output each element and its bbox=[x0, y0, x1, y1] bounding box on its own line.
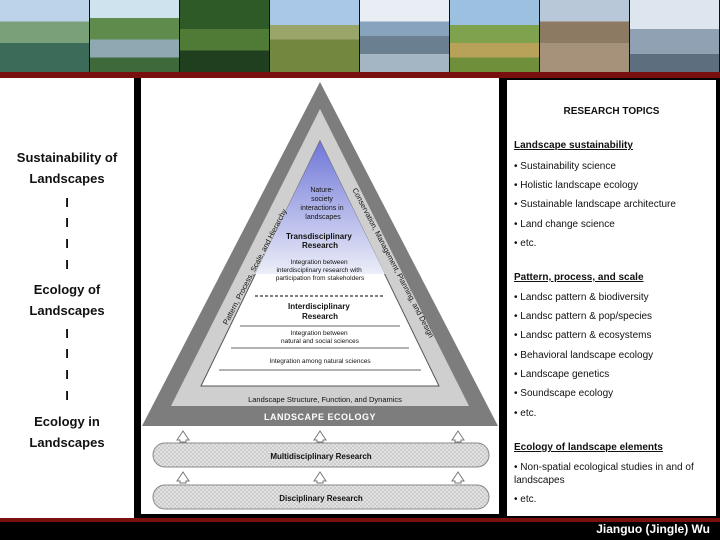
separator: I bbox=[0, 388, 134, 403]
disciplinary-label: Disciplinary Research bbox=[279, 494, 363, 503]
separator: I bbox=[0, 326, 134, 341]
list-item: • Landsc pattern & pop/species bbox=[514, 310, 714, 323]
list-item: • etc. bbox=[514, 407, 714, 420]
landscape-ecology-label: LANDSCAPE ECOLOGY bbox=[264, 412, 376, 422]
research-topics-title: RESEARCH TOPICS bbox=[507, 106, 716, 117]
list-item: • Non-spatial ecological studies in and … bbox=[514, 461, 714, 487]
landscape-photo bbox=[360, 0, 450, 72]
natural-social-integration-label: Integration between natural and social s… bbox=[281, 330, 360, 345]
separator: I bbox=[0, 346, 134, 361]
natural-integration-label: Integration among natural sciences bbox=[269, 358, 371, 365]
list-item: • etc. bbox=[514, 493, 714, 506]
landscape-photo bbox=[450, 0, 540, 72]
list-item: • Holistic landscape ecology bbox=[514, 179, 714, 192]
base-label: Landscape Structure, Function, and Dynam… bbox=[248, 395, 402, 404]
up-arrow-icon bbox=[314, 472, 326, 483]
up-arrow-icon bbox=[314, 431, 326, 442]
list-item: • etc. bbox=[514, 237, 714, 250]
up-arrow-icon bbox=[177, 472, 189, 483]
research-topics-panel: RESEARCH TOPICS Landscape sustainability… bbox=[507, 80, 716, 516]
label-ecology-of-line1: Ecology of bbox=[0, 279, 134, 300]
up-arrow-icon bbox=[452, 431, 464, 442]
author-credit: Jianguo (Jingle) Wu bbox=[596, 522, 710, 536]
list-item: • Soundscape ecology bbox=[514, 387, 714, 400]
list-item: • Land change science bbox=[514, 218, 714, 231]
separator: I bbox=[0, 215, 134, 230]
landscape-photo bbox=[540, 0, 630, 72]
up-arrow-row bbox=[177, 431, 464, 442]
list-item: • Behavioral landscape ecology bbox=[514, 349, 714, 362]
section-heading: Ecology of landscape elements bbox=[514, 442, 663, 453]
landscape-photo bbox=[0, 0, 90, 72]
label-sustainability-line1: Sustainability of bbox=[0, 147, 134, 168]
list-item: • Sustainability science bbox=[514, 160, 714, 173]
multidisciplinary-label: Multidisciplinary Research bbox=[270, 452, 371, 461]
label-sustainability-line2: Landscapes bbox=[0, 168, 134, 189]
label-ecology-in-line2: Landscapes bbox=[0, 432, 134, 453]
up-arrow-icon bbox=[452, 472, 464, 483]
section-heading: Pattern, process, and scale bbox=[514, 272, 644, 283]
label-ecology-in-line1: Ecology in bbox=[0, 411, 134, 432]
separator: I bbox=[0, 257, 134, 272]
list-item: • Landsc pattern & biodiversity bbox=[514, 291, 714, 304]
separator: I bbox=[0, 367, 134, 382]
list-item: • Landscape genetics bbox=[514, 368, 714, 381]
pyramid-diagram: Nature- society interactions in landscap… bbox=[141, 78, 499, 514]
label-ecology-of-line2: Landscapes bbox=[0, 300, 134, 321]
section-heading: Landscape sustainability bbox=[514, 140, 633, 151]
landscape-photo bbox=[90, 0, 180, 72]
landscape-photo bbox=[630, 0, 720, 72]
separator: I bbox=[0, 236, 134, 251]
landscape-photo bbox=[180, 0, 270, 72]
left-panel: Sustainability of Landscapes I I I I Eco… bbox=[0, 78, 134, 518]
up-arrow-icon bbox=[177, 431, 189, 442]
up-arrow-row bbox=[177, 472, 464, 483]
separator: I bbox=[0, 195, 134, 210]
landscape-photo bbox=[270, 0, 360, 72]
list-item: • Sustainable landscape architecture bbox=[514, 198, 714, 211]
photo-banner bbox=[0, 0, 720, 72]
list-item: • Landsc pattern & ecosystems bbox=[514, 329, 714, 342]
